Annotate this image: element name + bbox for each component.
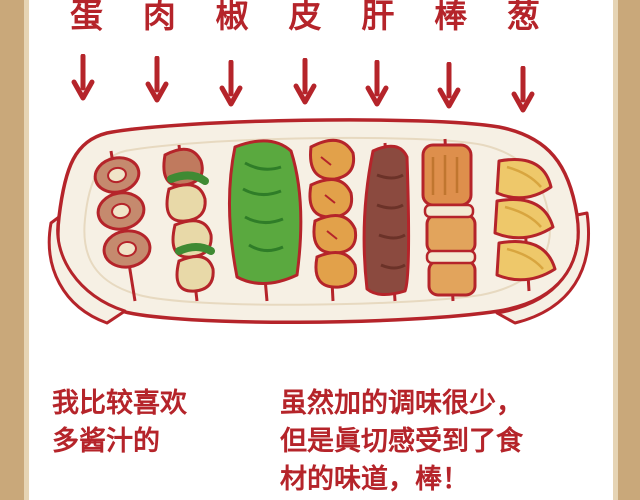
- pepper-skewer: [228, 139, 303, 302]
- page-border-left-inner: [24, 0, 29, 500]
- ingredient-label-skin: 皮: [288, 0, 322, 35]
- stick-skewer: [421, 138, 477, 302]
- ingredient-label-row: 蛋 肉 椒 皮 肝 棒 葱: [70, 0, 540, 36]
- onion-skewer: [493, 158, 557, 292]
- page-border-right-inner: [613, 0, 618, 500]
- down-arrow-icon: [145, 56, 169, 103]
- meat-skewer: [162, 144, 215, 302]
- caption-right-line-1: 虽然加的调味很少，: [280, 388, 523, 419]
- ingredient-label-stick: 棒: [434, 0, 468, 35]
- caption-left: 我比较喜欢 多酱汁的: [52, 385, 267, 461]
- ingredient-label-meat: 肉: [142, 0, 176, 35]
- down-arrow-icon: [219, 60, 243, 107]
- down-arrow-icon: [511, 66, 535, 113]
- down-arrow-icon: [293, 58, 317, 105]
- ingredient-label-onion: 葱: [506, 0, 540, 35]
- caption-left-line-1: 我比较喜欢: [52, 388, 187, 419]
- page-border-left: [0, 0, 24, 500]
- ingredient-label-egg: 蛋: [70, 0, 103, 35]
- down-arrow-icon: [365, 60, 389, 107]
- arrow-row: [70, 52, 540, 113]
- ingredient-label-pepper: 椒: [215, 0, 249, 35]
- ingredient-label-liver: 肝: [361, 0, 395, 35]
- liver-skewer: [362, 142, 411, 302]
- page-border-right: [618, 0, 640, 500]
- caption-right-line-2: 但是眞切感受到了食: [280, 426, 523, 457]
- down-arrow-icon: [437, 62, 461, 109]
- grilled-skewers-illustration: [47, 118, 590, 325]
- egg-skewer: [93, 150, 152, 302]
- skin-skewer: [308, 138, 358, 302]
- caption-right: 虽然加的调味很少， 但是眞切感受到了食 材的味道，棒！: [280, 385, 610, 499]
- down-arrow-icon: [71, 54, 95, 101]
- caption-right-line-3: 材的味道，棒！: [280, 464, 469, 495]
- caption-left-line-2: 多酱汁的: [52, 426, 160, 457]
